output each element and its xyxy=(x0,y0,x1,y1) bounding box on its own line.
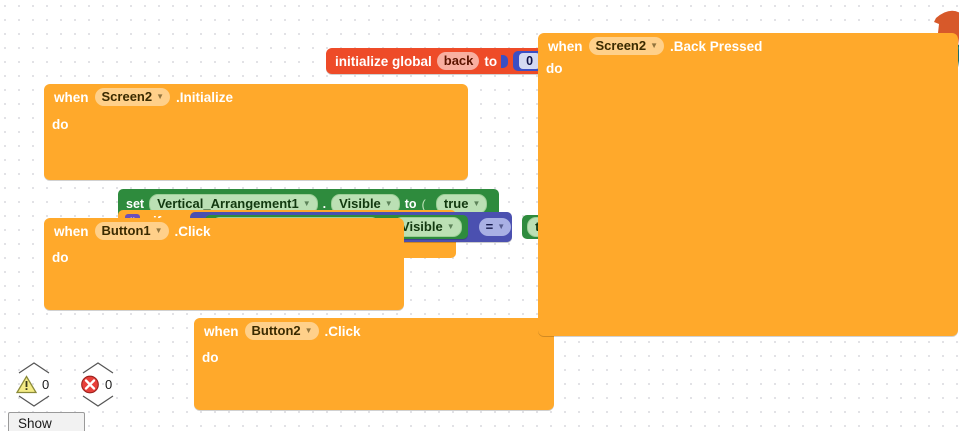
event-header: when Button1▼ .Click xyxy=(44,218,404,243)
number-block[interactable]: 0 xyxy=(513,51,547,71)
set-label: set xyxy=(126,197,145,211)
error-next-arrow-icon xyxy=(82,395,114,407)
do-label: do xyxy=(52,250,69,265)
do-label: do xyxy=(546,61,563,76)
component-dropdown[interactable]: Vertical_Arrangement1▼ xyxy=(149,194,318,214)
event-name-label: .Click xyxy=(324,323,361,339)
global-name-field[interactable]: back xyxy=(436,52,480,70)
property-dropdown[interactable]: Visible▼ xyxy=(331,194,400,214)
warning-prev-arrow-icon xyxy=(18,362,50,374)
when-label: when xyxy=(54,89,89,105)
event-header: when Button2▼ .Click xyxy=(194,318,554,343)
error-prev-arrow-icon xyxy=(82,362,114,374)
event-name-label: .Initialize xyxy=(176,89,234,105)
when-button2-click-block[interactable]: when Button2▼ .Click do set global back▼… xyxy=(194,318,554,410)
event-name-label: .Click xyxy=(174,223,211,239)
when-label: when xyxy=(204,323,239,339)
initialize-global-label: initialize global xyxy=(335,53,432,69)
event-header: when Screen2▼ .Back Pressed xyxy=(538,33,958,58)
warning-indicator-group[interactable]: 0 xyxy=(16,362,60,407)
logic-dropdown[interactable]: true▼ xyxy=(435,194,488,214)
component-dropdown-screen2[interactable]: Screen2▼ xyxy=(94,88,171,106)
property-dropdown[interactable]: Visible▼ xyxy=(393,217,462,237)
event-header: when Screen2▼ .Initialize xyxy=(44,84,468,109)
error-count: 0 xyxy=(105,377,113,392)
do-label: do xyxy=(202,350,219,365)
component-dropdown-button2[interactable]: Button2▼ xyxy=(244,322,319,340)
event-name-label: .Back Pressed xyxy=(670,38,763,54)
when-screen2-backpressed-block[interactable]: when Screen2▼ .Back Pressed do if then g… xyxy=(538,33,958,336)
error-circle-icon xyxy=(81,375,99,394)
when-button1-click-block[interactable]: when Button1▼ .Click do set global back▼… xyxy=(44,218,404,310)
operator-dropdown[interactable]: =▼ xyxy=(478,218,512,236)
when-label: when xyxy=(548,38,583,54)
to-label: to xyxy=(404,197,417,211)
component-dropdown-screen2[interactable]: Screen2▼ xyxy=(588,37,665,55)
warning-triangle-icon xyxy=(16,375,37,394)
when-label: when xyxy=(54,223,89,239)
dot-label: . xyxy=(322,197,327,211)
initialize-global-back-block[interactable]: initialize global back to 0 xyxy=(326,48,553,74)
do-label: do xyxy=(52,117,69,132)
to-label: to xyxy=(484,53,498,69)
error-indicator-group[interactable]: 0 xyxy=(80,362,124,407)
show-warnings-button[interactable]: Show Warnings xyxy=(8,412,85,431)
when-screen2-initialize-block[interactable]: when Screen2▼ .Initialize do set Vertica… xyxy=(44,84,584,269)
warning-next-arrow-icon xyxy=(18,395,50,407)
component-dropdown-button1[interactable]: Button1▼ xyxy=(94,222,169,240)
warning-count: 0 xyxy=(42,377,50,392)
